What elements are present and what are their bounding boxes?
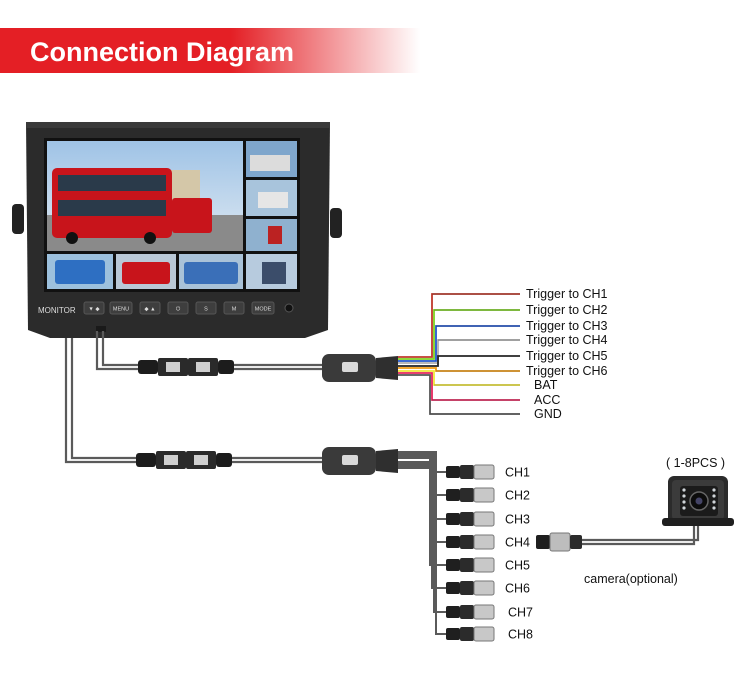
channel-wire — [398, 457, 446, 543]
camera-plug-icon — [536, 532, 582, 552]
monitor-button[interactable]: MENU — [109, 301, 133, 315]
channel-label: CH6 — [505, 582, 530, 596]
channel-label: CH4 — [505, 536, 530, 550]
channel-wire — [398, 453, 446, 496]
channel-plug-icon — [446, 580, 495, 596]
monitor-button-label: ⏻ — [176, 306, 181, 313]
monitor-button-label: MENU — [113, 307, 129, 313]
trigger-wire — [398, 309, 520, 360]
trigger-wire-label: Trigger to CH3 — [526, 319, 608, 333]
channel-label: CH5 — [505, 559, 530, 573]
trigger-wire — [398, 374, 520, 415]
monitor-button-label: MODE — [255, 307, 272, 313]
splitter-box-icon — [322, 447, 398, 475]
page-title: Connection Diagram — [30, 37, 294, 67]
ir-sensor-icon — [284, 303, 294, 313]
channel-label: CH3 — [505, 513, 530, 527]
camera-caption: camera(optional) — [584, 572, 678, 586]
monitor-button[interactable]: ⏻ — [167, 301, 189, 315]
aviation-connector-icon — [138, 358, 234, 376]
camera-quantity-label: ( 1-8PCS ) — [666, 456, 725, 470]
channel-wire — [398, 451, 446, 473]
channel-plug-icon — [446, 604, 495, 620]
trigger-wire-label: Trigger to CH1 — [526, 287, 608, 301]
channel-plug-icon — [446, 487, 495, 503]
trigger-wire-label: ACC — [534, 393, 560, 407]
channel-plug-icon — [446, 557, 495, 573]
monitor-cables — [64, 331, 322, 464]
aviation-connector-icon — [136, 451, 232, 469]
monitor-icon: MONITOR ▼ ◆ MENU ◆ ▲ ⏻ S M MODE — [12, 122, 342, 338]
camera-icon — [662, 476, 734, 526]
monitor-button-label: ▼ ◆ — [88, 307, 100, 313]
trigger-wire-label: Trigger to CH4 — [526, 333, 608, 347]
channel-wire — [398, 461, 446, 566]
channel-plug-icon — [446, 464, 495, 480]
monitor-button[interactable]: ◆ ▲ — [139, 301, 161, 315]
monitor-button[interactable]: ▼ ◆ — [83, 301, 105, 315]
channel-wire — [398, 465, 446, 613]
trigger-wire-label: Trigger to CH2 — [526, 303, 608, 317]
channel-label: CH7 — [508, 606, 533, 620]
monitor-button[interactable]: M — [223, 301, 245, 315]
channel-label: CH1 — [505, 466, 530, 480]
trigger-wire-label: Trigger to CH6 — [526, 364, 608, 378]
channel-plug-icon — [446, 626, 495, 642]
channel-wire — [398, 463, 446, 589]
monitor-button-label: M — [232, 307, 237, 313]
trigger-wire-label: GND — [534, 407, 562, 421]
channel-label: CH8 — [508, 628, 533, 642]
channel-plug-icon — [446, 511, 495, 527]
camera-cable — [580, 526, 700, 546]
channel-plug-icon — [446, 534, 495, 550]
channel-wire — [398, 467, 446, 635]
monitor-button-row: ▼ ◆ MENU ◆ ▲ ⏻ S M MODE — [83, 301, 275, 315]
monitor-button[interactable]: MODE — [251, 301, 275, 315]
trigger-wire-label: Trigger to CH5 — [526, 349, 608, 363]
monitor-button[interactable]: S — [195, 301, 217, 315]
monitor-screen — [44, 138, 300, 292]
trigger-wire — [398, 372, 520, 401]
monitor-button-label: S — [204, 307, 208, 313]
channel-label: CH2 — [505, 489, 530, 503]
monitor-button-label: ◆ ▲ — [144, 307, 155, 313]
trigger-wire-label: BAT — [534, 378, 558, 392]
monitor-brand-label: MONITOR — [38, 306, 76, 315]
title-banner: Connection Diagram — [0, 28, 420, 73]
splitter-box-icon — [322, 354, 398, 382]
